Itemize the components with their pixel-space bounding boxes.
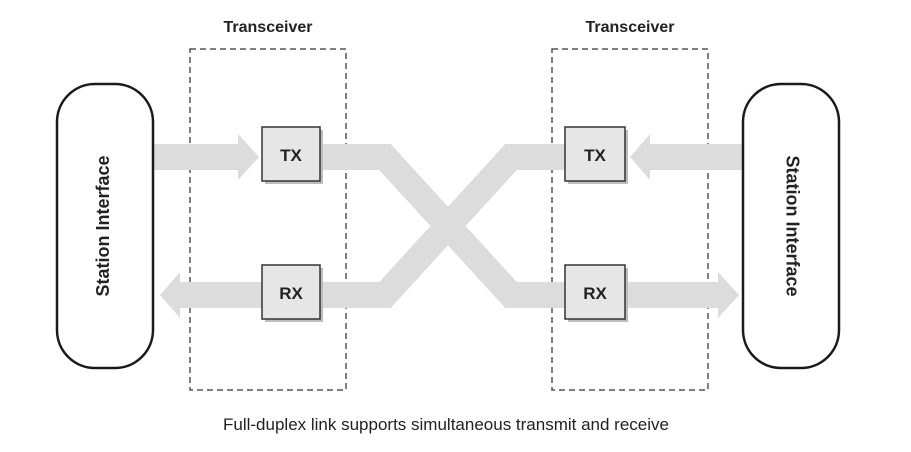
left-rx-block: RX xyxy=(261,264,323,322)
left-station-to-tx-arrow xyxy=(152,134,259,180)
left-transceiver-boundary xyxy=(189,48,347,391)
right-station-interface: Station Interface xyxy=(741,82,841,370)
right-transceiver-boundary xyxy=(551,48,709,391)
left-rx-label: RX xyxy=(279,284,303,303)
right-tx-block: TX xyxy=(564,126,628,184)
left-transceiver-title: Transceiver xyxy=(224,19,313,36)
right-rx-label: RX xyxy=(583,284,607,303)
right-rx-block: RX xyxy=(564,264,628,322)
left-rx-to-station-arrow xyxy=(160,272,265,318)
right-rx-to-station-arrow xyxy=(628,272,739,318)
left-station-interface: Station Interface xyxy=(55,82,155,370)
left-tx-block: TX xyxy=(261,126,323,184)
left-station-label: Station Interface xyxy=(93,155,113,296)
left-tx-label: TX xyxy=(280,146,302,165)
cross-link-paths xyxy=(323,144,565,308)
right-station-to-tx-arrow xyxy=(630,134,745,180)
right-tx-label: TX xyxy=(584,146,606,165)
link-right-tx-to-left-rx xyxy=(323,144,565,308)
diagram-caption: Full-duplex link supports simultaneous t… xyxy=(223,415,669,434)
right-transceiver-title: Transceiver xyxy=(586,19,675,36)
right-station-label: Station Interface xyxy=(782,155,802,296)
